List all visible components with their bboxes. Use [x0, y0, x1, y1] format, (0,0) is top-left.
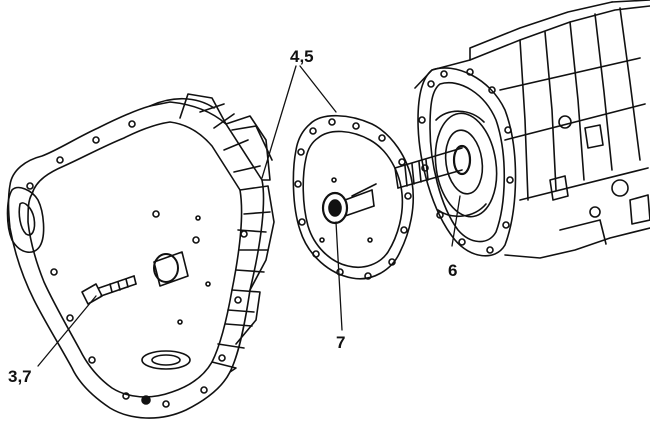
bellhousing — [6, 93, 275, 419]
input-shaft — [394, 147, 463, 189]
callout-bellhousing-bolt-label: 3,7 — [8, 367, 32, 386]
leader-lines — [37, 65, 461, 367]
callout-input-shaft-seal-label: 7 — [336, 333, 346, 352]
callout-gasket-label: 4,5 — [290, 47, 314, 66]
callout-front-seal-label: 6 — [448, 261, 458, 280]
adapter-plate-gasket — [292, 114, 415, 280]
bellhousing-bolt — [81, 275, 137, 305]
transmission-case — [414, 0, 650, 259]
